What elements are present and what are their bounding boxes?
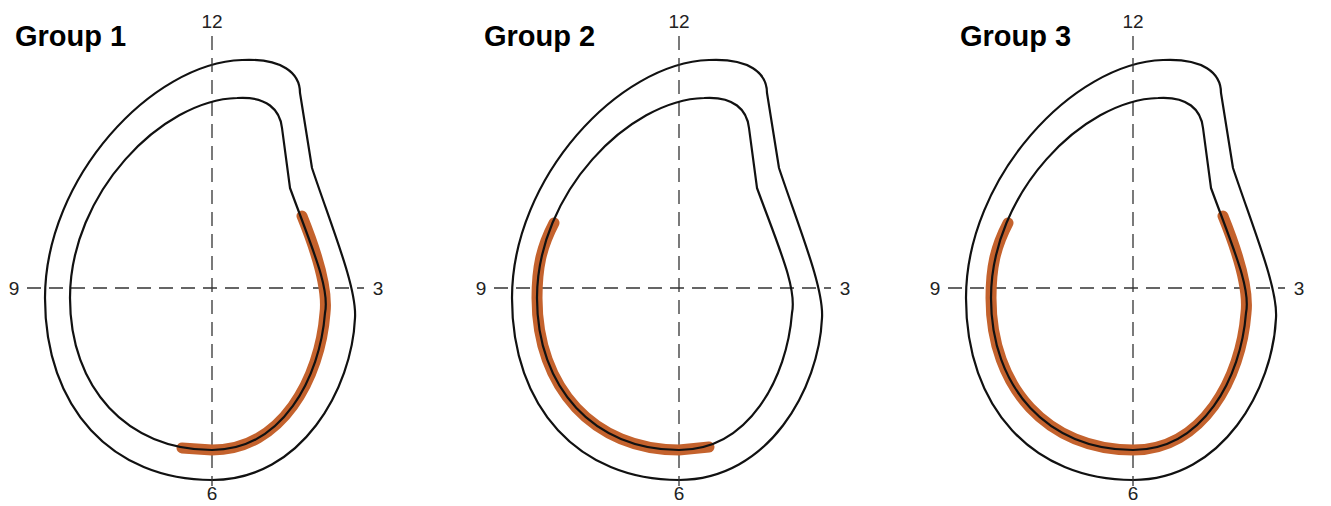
clock-label: 6 [1128,484,1139,503]
clock-label: 12 [1122,12,1143,31]
clock-label: 6 [207,484,218,503]
clock-label: 12 [201,12,222,31]
clock-label: 12 [668,12,689,31]
group-title: Group 3 [960,22,1071,51]
clock-label: 9 [930,279,941,298]
clock-label: 9 [476,279,487,298]
clock-label: 9 [9,279,20,298]
section-group-3 [948,36,1285,486]
group-title: Group 1 [15,22,126,51]
clock-label: 6 [674,484,685,503]
section-group-2 [494,36,831,486]
clock-label: 3 [1294,279,1305,298]
clock-label: 3 [373,279,384,298]
group-title: Group 2 [484,22,595,51]
section-group-1 [27,36,364,486]
clock-label: 3 [840,279,851,298]
